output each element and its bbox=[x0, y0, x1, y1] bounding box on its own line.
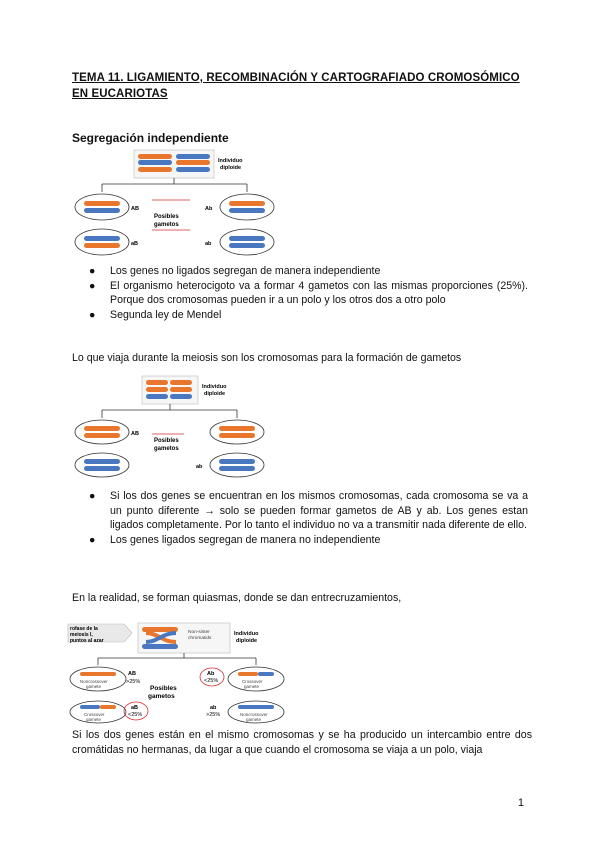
label-gamete: gamete bbox=[246, 717, 262, 722]
label-chromatids: chromatids bbox=[188, 635, 212, 641]
gamete-pct-AB: >25% bbox=[126, 679, 140, 685]
gamete-label-Ab: Ab bbox=[207, 671, 215, 677]
bullet-list-ligados: ●Si los dos genes se encuentran en los m… bbox=[72, 489, 528, 547]
label-individuo: Individuo bbox=[202, 384, 227, 390]
label-posibles: Posibles bbox=[154, 438, 179, 444]
label-gamete: gamete bbox=[86, 717, 102, 722]
label-gametos: gametos bbox=[154, 446, 179, 452]
list-item: ●Si los dos genes se encuentran en los m… bbox=[89, 490, 528, 531]
label-non-sister: Non-sister bbox=[188, 629, 210, 635]
gamete-label-ab: ab bbox=[196, 464, 203, 470]
paragraph-quiasmas: En la realidad, se forman quiasmas, dond… bbox=[72, 592, 402, 604]
label-meiosis: meiosis I, bbox=[70, 632, 93, 638]
gamete-label-aB: aB bbox=[131, 241, 138, 247]
list-item: ●El organismo heterocigoto va a formar 4… bbox=[89, 279, 528, 307]
label-gamete: gamete bbox=[244, 684, 260, 689]
label-posibles: Posibles bbox=[150, 685, 177, 692]
page-number: 1 bbox=[517, 797, 524, 809]
document-title: TEMA 11. LIGAMIENTO, RECOMBINACIÓN Y CAR… bbox=[72, 72, 520, 100]
gamete-pct-Ab: <25% bbox=[204, 678, 218, 684]
label-crossover: Crossover bbox=[84, 712, 105, 717]
bullet-list-segregacion: ●Los genes no ligados segregan de manera… bbox=[72, 264, 528, 322]
label-diploide: diploide bbox=[204, 391, 225, 397]
figure-entrecruzamiento: rofase de la meiosis I, puntos al azar N… bbox=[67, 622, 285, 724]
gamete-label-AB: AB bbox=[128, 671, 136, 677]
label-individuo: Individuo bbox=[218, 158, 243, 164]
list-item: ●Los genes ligados segregan de manera no… bbox=[89, 533, 381, 546]
figure-genes-ligados: Individuo diploide AB ab Posibles gameto… bbox=[74, 375, 265, 478]
label-crossover: Crossover bbox=[242, 679, 263, 684]
section-heading-segregacion: Segregación independiente bbox=[72, 131, 229, 145]
label-diploide: diploide bbox=[220, 165, 241, 171]
gamete-label-aB: aB bbox=[131, 705, 138, 711]
label-individuo: Individuo bbox=[234, 631, 259, 637]
label-profase: rofase de la bbox=[70, 626, 98, 632]
gamete-label-Ab: Ab bbox=[205, 206, 213, 212]
label-noncrossover: Noncrossover bbox=[240, 712, 268, 717]
gamete-label-ab: ab bbox=[205, 241, 212, 247]
label-noncrossover: Noncrossover bbox=[80, 679, 108, 684]
label-diploide: diploide bbox=[236, 638, 257, 644]
paragraph-intercambio: Si los dos genes están en el mismo cromo… bbox=[72, 729, 532, 756]
gamete-label-AB: AB bbox=[131, 431, 139, 437]
gamete-label-AB: AB bbox=[131, 206, 139, 212]
label-puntos: puntos al azar bbox=[70, 638, 104, 644]
label-gametos: gametos bbox=[148, 693, 175, 700]
gamete-label-ab: ab bbox=[210, 705, 217, 711]
label-gametos: gametos bbox=[154, 222, 179, 228]
figure-segregacion-independiente: Individuo diploide AB Ab aB ab Posibles … bbox=[74, 149, 275, 256]
gamete-pct-ab: >25% bbox=[206, 712, 220, 718]
label-posibles: Posibles bbox=[154, 214, 179, 220]
list-item: ●Los genes no ligados segregan de manera… bbox=[89, 265, 381, 277]
label-gamete: gamete bbox=[86, 684, 102, 689]
list-item: ●Segunda ley de Mendel bbox=[89, 308, 222, 321]
paragraph-meiosis: Lo que viaja durante la meiosis son los … bbox=[72, 352, 462, 364]
gamete-pct-aB: <25% bbox=[128, 712, 142, 718]
